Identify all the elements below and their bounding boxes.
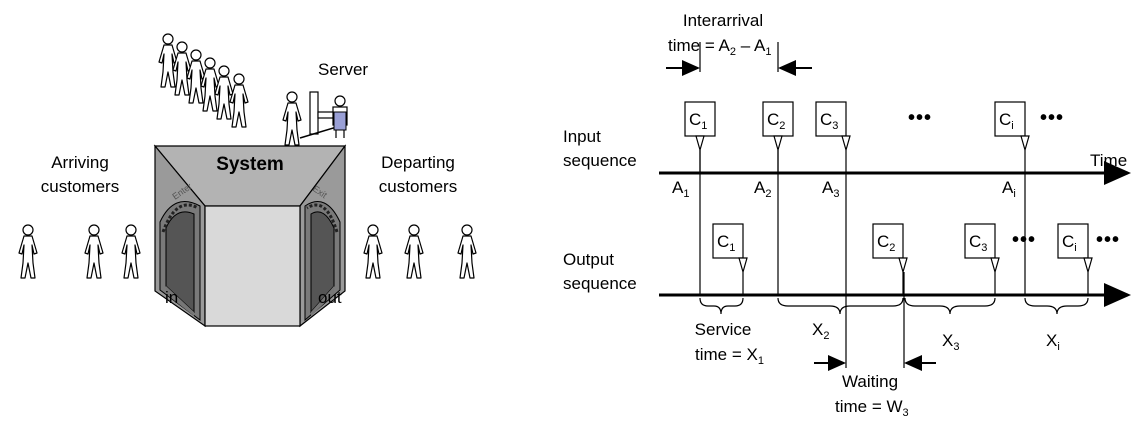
output-ellipsis-2: •••	[1096, 229, 1120, 251]
output-customer-i: Ci	[1057, 223, 1093, 295]
output-label-line2: sequence	[563, 274, 637, 293]
output-label-line1: Output	[563, 250, 614, 269]
input-label-line1: Input	[563, 127, 601, 146]
departing-people	[363, 224, 477, 279]
time-label: Time	[1090, 151, 1127, 170]
input-ellipsis-2: •••	[1040, 107, 1064, 129]
svg-text:C3: C3	[820, 110, 838, 132]
arriving-label-line1: Arriving	[51, 153, 109, 172]
svg-text:Ci: Ci	[999, 110, 1014, 132]
exit-door	[304, 201, 341, 322]
x2-label: X2	[812, 320, 829, 342]
arrival-label-i: Ai	[1002, 178, 1016, 200]
service-label-line1: Service	[695, 320, 752, 339]
brace-x2	[777, 297, 904, 315]
system-front	[204, 205, 301, 327]
x3-label: X3	[942, 331, 959, 353]
input-customer-3: C3	[815, 101, 851, 153]
server-figure	[282, 91, 348, 146]
output-customer-2: C2	[872, 223, 908, 295]
departing-label-line2: customers	[379, 177, 457, 196]
arriving-people	[18, 224, 141, 279]
xi-label: Xi	[1046, 331, 1060, 353]
interarrival-label-line1: Interarrival	[683, 11, 763, 30]
arrival-label-2: A2	[754, 178, 771, 200]
input-customer-i: Ci	[994, 101, 1030, 153]
output-customer-3: C3	[964, 223, 1000, 295]
svg-text:C2: C2	[877, 232, 895, 254]
waiting-label-line2: time = W3	[835, 397, 909, 419]
timing-diagram: Interarrival time = A2 – A1 Input sequen…	[563, 11, 1131, 419]
brace-x1	[699, 297, 744, 315]
out-label: out	[318, 288, 342, 307]
output-ellipsis-1: •••	[1012, 229, 1036, 251]
output-customer-1: C1	[712, 223, 748, 295]
server-label: Server	[318, 60, 368, 79]
input-customer-1: C1	[684, 101, 716, 173]
svg-text:C2: C2	[767, 110, 785, 132]
svg-text:C3: C3	[969, 232, 987, 254]
arrival-label-1: A1	[672, 178, 689, 200]
in-label: in	[165, 288, 178, 307]
arrival-label-3: A3	[822, 178, 839, 200]
system-label: System	[216, 154, 284, 175]
arriving-label-line2: customers	[41, 177, 119, 196]
enter-door	[159, 201, 201, 321]
system-illustration: Server System Enter Exit Arriving custom…	[18, 33, 477, 328]
departing-label-line1: Departing	[381, 153, 455, 172]
service-label-line2: time = X1	[695, 345, 764, 367]
queue-people	[158, 33, 249, 128]
input-customer-2: C2	[762, 101, 794, 173]
svg-text:C1: C1	[689, 110, 707, 132]
svg-text:Ci: Ci	[1062, 232, 1077, 254]
brace-xi	[1024, 297, 1089, 315]
input-ellipsis-1: •••	[908, 107, 932, 129]
svg-text:C1: C1	[717, 232, 735, 254]
brace-x3	[904, 297, 996, 315]
interarrival-label-line2: time = A2 – A1	[668, 36, 771, 58]
input-label-line2: sequence	[563, 151, 637, 170]
waiting-label-line1: Waiting	[842, 372, 898, 391]
